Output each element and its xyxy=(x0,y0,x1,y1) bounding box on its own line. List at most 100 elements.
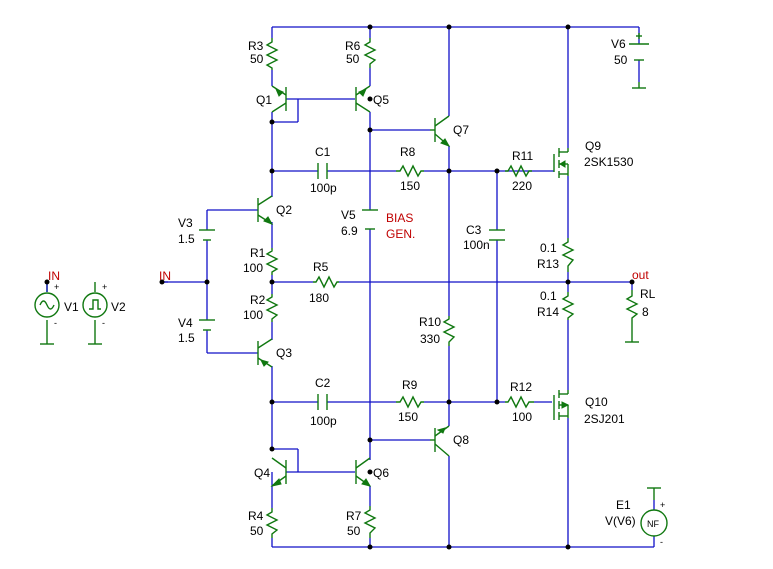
transistor-q4[interactable] xyxy=(270,457,287,487)
junction-dot xyxy=(446,399,452,405)
mosfet-q10[interactable] xyxy=(553,390,570,420)
label-c1: C1 xyxy=(315,145,331,159)
capacitor-c3[interactable] xyxy=(489,229,505,241)
label-nf: NF xyxy=(647,519,659,529)
resistor-r11[interactable] xyxy=(505,164,532,178)
resistor-r7[interactable] xyxy=(363,506,377,538)
label-q3: Q3 xyxy=(276,346,292,360)
ground-icon xyxy=(625,330,639,343)
junction-dot xyxy=(367,96,373,102)
minus-mark: - xyxy=(660,537,663,547)
resistor-r4[interactable] xyxy=(265,508,279,538)
junction-dot xyxy=(269,399,275,405)
mosfet-q9[interactable] xyxy=(553,148,569,178)
resistor-r2[interactable] xyxy=(265,294,279,322)
label-q5: Q5 xyxy=(373,93,389,107)
wires xyxy=(162,26,655,548)
junction-dot xyxy=(446,544,452,550)
battery-v4[interactable] xyxy=(199,319,215,331)
resistor-r13[interactable] xyxy=(561,238,575,272)
transistor-q3[interactable] xyxy=(257,338,273,368)
label-c3: C3 xyxy=(466,223,482,237)
label-e1: E1 xyxy=(616,498,631,512)
label-e1-value: V(V6) xyxy=(605,514,636,528)
label-out: out xyxy=(632,268,649,282)
junction-dot xyxy=(269,446,275,452)
resistor-r5[interactable] xyxy=(313,275,339,289)
capacitor-c2[interactable] xyxy=(317,394,328,410)
polarity-marks: + - + - + - xyxy=(54,282,665,547)
label-r14: R14 xyxy=(537,305,559,319)
transistor-q5[interactable] xyxy=(355,85,371,113)
resistor-r14[interactable] xyxy=(561,292,575,320)
plus-mark: + xyxy=(54,282,59,292)
resistor-r6[interactable] xyxy=(363,38,377,68)
label-v5: V5 xyxy=(341,208,356,222)
label-r14-value: 0.1 xyxy=(540,289,557,303)
in-terminal xyxy=(159,279,165,285)
junction-dot xyxy=(494,168,500,174)
transistor-q7[interactable] xyxy=(430,115,451,147)
label-r8: R8 xyxy=(400,145,416,159)
battery-v5[interactable] xyxy=(362,209,378,230)
junction-dot xyxy=(367,24,373,30)
dc-sources xyxy=(199,33,649,331)
label-c2-value: 100p xyxy=(310,414,337,428)
label-r5: R5 xyxy=(313,260,329,274)
label-rl: RL xyxy=(640,287,656,301)
junction-dot xyxy=(565,24,571,30)
ground-icon xyxy=(40,320,54,345)
junction-dot xyxy=(269,119,275,125)
resistors xyxy=(265,38,639,538)
transistor-q8[interactable] xyxy=(430,425,450,457)
label-v4: V4 xyxy=(178,316,193,330)
label-r12: R12 xyxy=(510,380,532,394)
component-labels: R3 50 R6 50 V6 50 Q1 Q5 Q7 Q9 2SK1530 C1… xyxy=(48,37,659,538)
label-q10-value: 2SJ201 xyxy=(584,412,625,426)
label-r11-value: 220 xyxy=(512,179,532,193)
label-r13-value: 0.1 xyxy=(540,241,557,255)
minus-mark: - xyxy=(54,318,57,328)
plus-mark: + xyxy=(660,500,665,510)
resistor-r1[interactable] xyxy=(265,248,279,275)
resistor-r9[interactable] xyxy=(396,395,424,409)
mosfets xyxy=(553,148,570,420)
transistor-q6[interactable] xyxy=(355,457,372,487)
label-r2-value: 100 xyxy=(243,308,263,322)
junction-dot xyxy=(367,544,373,550)
label-v3-value: 1.5 xyxy=(178,232,195,246)
junction-dot xyxy=(367,437,373,443)
label-v6-value: 50 xyxy=(614,53,628,67)
label-v5-value: 6.9 xyxy=(341,224,358,238)
label-rl-value: 8 xyxy=(642,305,649,319)
resistor-r8[interactable] xyxy=(396,164,424,178)
label-r7-value: 50 xyxy=(347,524,361,538)
transistors xyxy=(257,85,451,487)
resistor-r3[interactable] xyxy=(265,38,279,70)
battery-v6[interactable] xyxy=(629,33,649,61)
label-c2: C2 xyxy=(315,376,331,390)
label-c1-value: 100p xyxy=(310,181,337,195)
label-gen: GEN. xyxy=(386,227,415,241)
transistor-q1[interactable] xyxy=(271,85,287,113)
label-r4-value: 50 xyxy=(250,524,264,538)
capacitors xyxy=(317,163,505,410)
label-r13: R13 xyxy=(537,257,559,271)
label-r6: R6 xyxy=(345,39,361,53)
resistor-rl[interactable] xyxy=(625,290,639,330)
plus-mark: + xyxy=(102,282,107,292)
pulse-source-v2[interactable] xyxy=(82,282,108,318)
resistor-r12[interactable] xyxy=(505,395,534,409)
transistor-q2[interactable] xyxy=(257,195,274,225)
resistor-r10[interactable] xyxy=(442,316,456,346)
label-r5-value: 180 xyxy=(309,291,329,305)
capacitor-c1[interactable] xyxy=(317,163,328,179)
label-q2: Q2 xyxy=(276,203,292,217)
junction-dot xyxy=(494,399,500,405)
label-q4: Q4 xyxy=(254,466,270,480)
label-q10: Q10 xyxy=(585,395,608,409)
junction-dot xyxy=(367,469,373,475)
controlled-source-e1[interactable] xyxy=(640,509,668,537)
junction-dot xyxy=(269,168,275,174)
battery-v3[interactable] xyxy=(199,229,215,241)
